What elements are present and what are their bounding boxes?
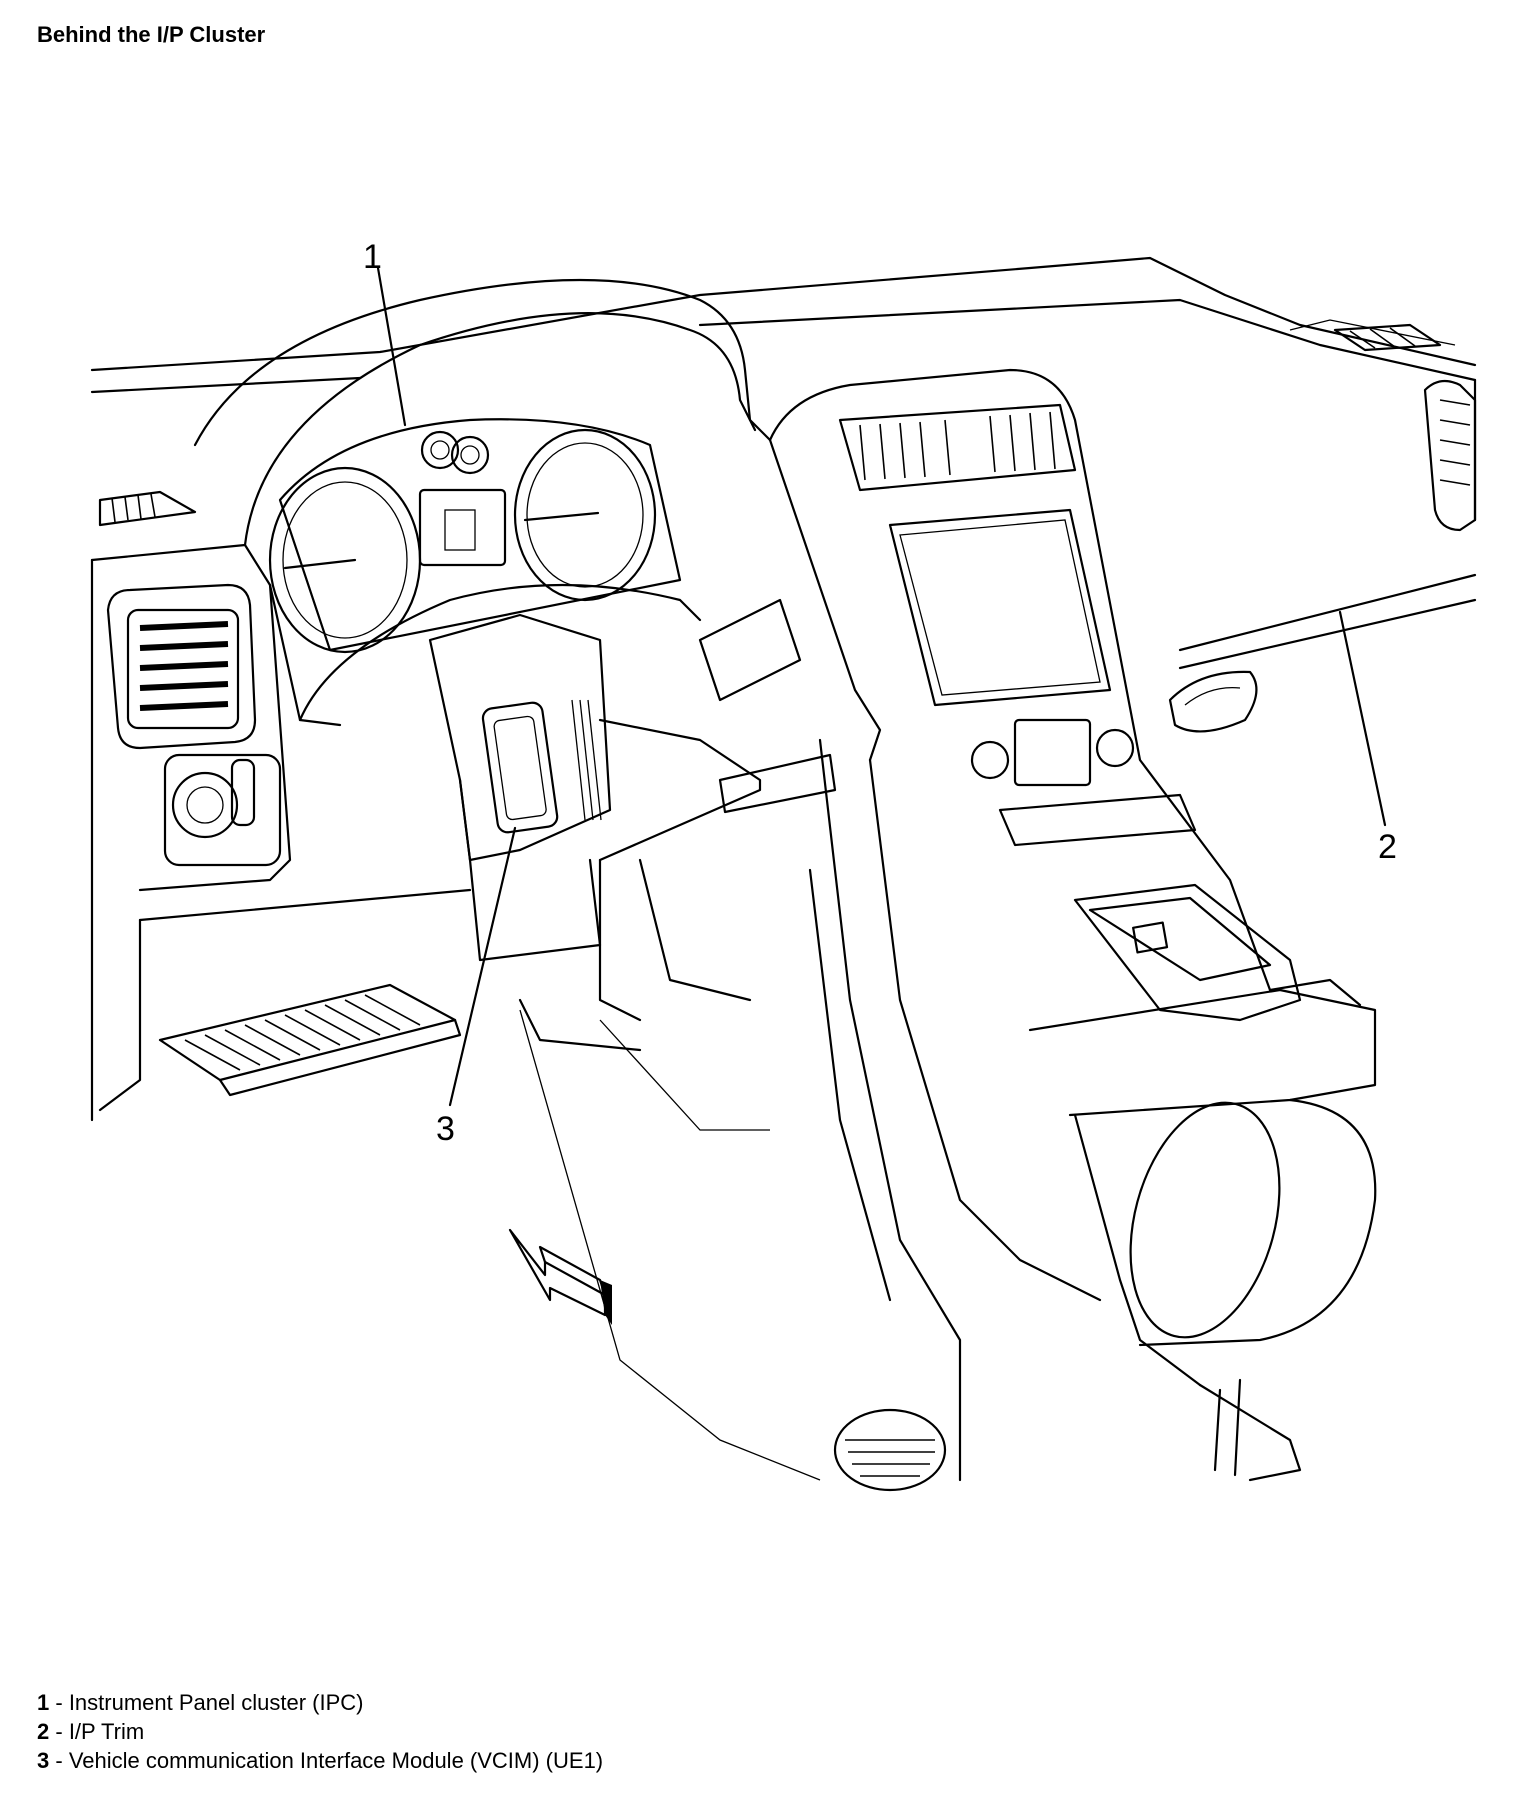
- legend-num: 2: [37, 1719, 50, 1744]
- right-air-vent: [1423, 379, 1477, 532]
- callout-1: 1: [363, 238, 382, 276]
- glove-box-handle: [1168, 670, 1258, 733]
- legend-text: I/P Trim: [68, 1719, 145, 1744]
- legend-item: 1 - Instrument Panel cluster (IPC): [37, 1688, 603, 1717]
- left-lower-panel: [90, 543, 472, 1122]
- legend-text: Vehicle communication Interface Module (…: [68, 1748, 604, 1773]
- legend-text: Instrument Panel cluster (IPC): [68, 1690, 364, 1715]
- callout-2: 2: [1378, 828, 1397, 866]
- headlamp-switch: [163, 753, 282, 867]
- left-air-vent: [106, 583, 257, 750]
- legend-num: 1: [37, 1690, 50, 1715]
- legend-num: 3: [37, 1748, 50, 1773]
- legend-item: 2 - I/P Trim: [37, 1717, 603, 1746]
- legend-sep: -: [49, 1690, 69, 1715]
- legend-item: 3 - Vehicle communication Interface Modu…: [37, 1746, 603, 1775]
- legend: 1 - Instrument Panel cluster (IPC) 2 - I…: [37, 1688, 603, 1775]
- legend-sep: -: [49, 1748, 69, 1773]
- legend-sep: -: [49, 1719, 69, 1744]
- left-defroster-grille: [98, 490, 197, 527]
- center-console: [868, 758, 1377, 1482]
- vcim-module: [428, 598, 837, 962]
- callout-3: 3: [436, 1110, 455, 1148]
- floor-vent: [158, 983, 462, 1097]
- center-stack: [768, 368, 1272, 992]
- steering-column: [518, 858, 752, 1052]
- right-defroster-grille: [1333, 323, 1442, 352]
- forward-arrow-icon: [508, 1228, 612, 1325]
- lower-trim: [519, 738, 962, 1492]
- callout-leaders: [376, 266, 1387, 1107]
- dashboard-top: [90, 256, 1477, 670]
- instrument-cluster: [268, 418, 682, 654]
- page-title: Behind the I/P Cluster: [37, 22, 266, 47]
